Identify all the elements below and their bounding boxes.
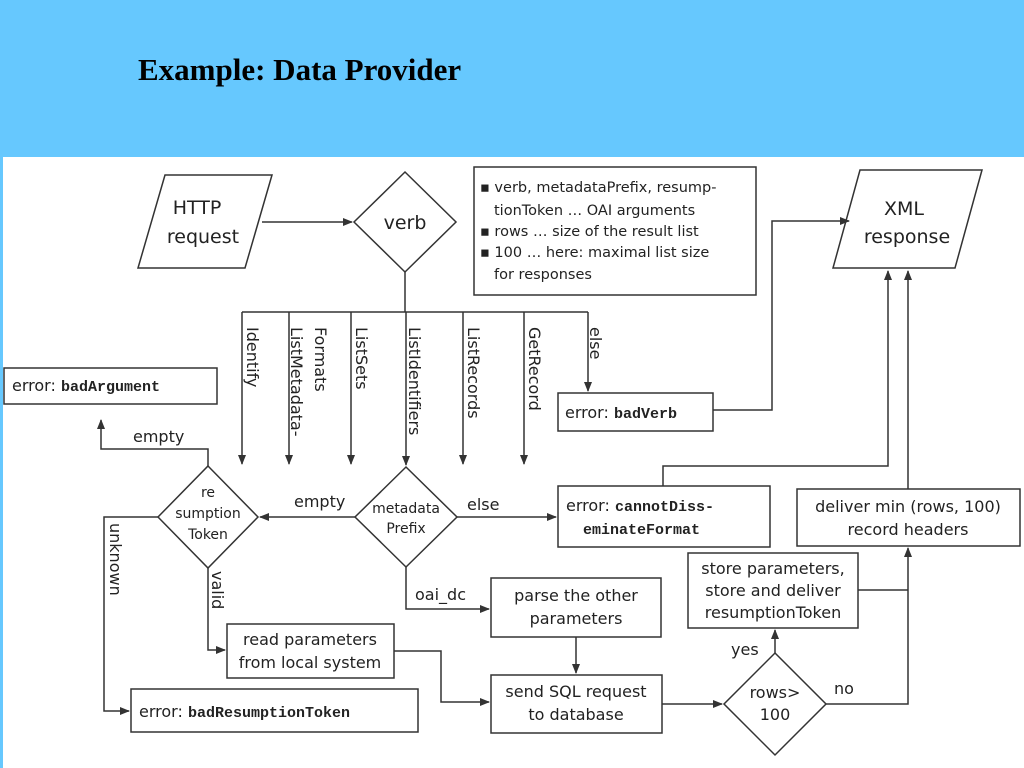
branch-label-listrecords: ListRecords [464, 327, 483, 419]
edge-label-yes: yes [731, 640, 759, 659]
svg-text:error: cannotDiss-: error: cannotDiss- [566, 496, 714, 516]
arrow-badverb-to-response [713, 217, 850, 411]
svg-text:error: badArgument: error: badArgument [12, 376, 160, 396]
xml-response-line1: XML [884, 198, 924, 220]
edge-label-oaidc: oai_dc [415, 585, 466, 605]
read-line2: from local system [239, 653, 382, 672]
arrow-oaidc-to-parse [405, 567, 490, 613]
deliver-headers-box: deliver min (rows, 100) record headers [796, 488, 1021, 547]
sql-line2: to database [528, 705, 623, 724]
legend-box: ▪ verb, metadataPrefix, resump- tionToke… [473, 166, 757, 296]
legend-line-2: tionToken … OAI arguments [494, 203, 695, 219]
slide-header: Example: Data Provider [0, 0, 1024, 157]
arrow-cannotdisseminate-to-response [662, 270, 892, 486]
arrow-resumption-unknown [103, 516, 158, 715]
xml-response-node: XML response [832, 169, 983, 269]
deliver-line2: record headers [848, 520, 969, 539]
parse-line2: parameters [530, 609, 623, 628]
error-code: badResumptionToken [188, 705, 350, 722]
rows-decision: rows> 100 [722, 651, 828, 757]
flowchart-diagram: HTTP request verb ▪ verb, metadataPrefix… [3, 166, 1021, 757]
send-sql-box: send SQL request to database [490, 674, 663, 734]
error-bad-argument-box: error: badArgument [3, 367, 218, 405]
store-parameters-box: store parameters, store and deliver resu… [687, 552, 859, 629]
rows-line1: rows> [750, 683, 801, 702]
metadata-prefix-decision: metadata Prefix [353, 465, 459, 569]
edge-labels: empty empty else unknown valid oai_dc ye… [106, 427, 854, 698]
resumption-line3: Token [187, 527, 228, 543]
arrow-rows-no [826, 547, 912, 705]
xml-response-line2: response [864, 226, 950, 248]
error-prefix: error: [12, 376, 61, 395]
error-code-line1: cannotDiss- [615, 499, 714, 516]
branch-label-listsets: ListSets [352, 327, 371, 390]
error-cannot-disseminate-box: error: cannotDiss- eminateFormat [557, 485, 771, 548]
connectors [97, 217, 912, 715]
edge-label-unknown: unknown [106, 523, 125, 596]
metadata-line1: metadata [372, 501, 440, 517]
branch-label-listmetadata-1: ListMetadata- [287, 327, 306, 437]
error-prefix: error: [566, 496, 615, 515]
legend-line-1: ▪ verb, metadataPrefix, resump- [480, 180, 716, 196]
svg-text:error: badVerb: error: badVerb [565, 403, 677, 423]
read-parameters-box: read parameters from local system [226, 623, 395, 679]
arrow-resumption-empty [97, 419, 209, 466]
http-request-line1: HTTP [173, 197, 222, 219]
verb-branch-labels: Identify ListMetadata- Formats ListSets … [243, 327, 605, 437]
legend-line-3: ▪ rows … size of the result list [480, 224, 699, 240]
resumption-line2: sumption [175, 506, 241, 522]
error-prefix: error: [565, 403, 614, 422]
edge-label-else-mid: else [467, 495, 499, 514]
branch-label-listmetadata-2: Formats [311, 327, 330, 392]
slide-title: Example: Data Provider [138, 52, 462, 87]
resumption-line1: re [201, 485, 215, 501]
edge-label-no: no [834, 679, 854, 698]
error-code-line2: eminateFormat [583, 522, 700, 539]
error-code: badVerb [614, 406, 677, 423]
edge-label-empty-mid: empty [294, 492, 345, 511]
parse-parameters-box: parse the other parameters [490, 577, 662, 638]
error-bad-resumption-token-box: error: badResumptionToken [130, 688, 419, 733]
verb-label: verb [384, 212, 427, 234]
edge-label-empty-top: empty [133, 427, 184, 446]
deliver-line1: deliver min (rows, 100) [815, 497, 1001, 516]
store-line3: resumptionToken [705, 603, 841, 622]
arrow-resumption-valid [207, 568, 226, 654]
branch-label-identify: Identify [243, 327, 262, 387]
store-line1: store parameters, [701, 559, 844, 578]
branch-label-else: else [586, 327, 605, 359]
read-line1: read parameters [243, 630, 377, 649]
svg-text:error: badResumptionToken: error: badResumptionToken [139, 702, 350, 722]
arrow-read-to-sql [394, 650, 490, 706]
store-line2: store and deliver [705, 581, 841, 600]
error-bad-verb-box: error: badVerb [557, 392, 714, 432]
verb-decision: verb [352, 170, 458, 274]
error-prefix: error: [139, 702, 188, 721]
legend-line-5: for responses [494, 267, 592, 283]
branch-label-listidentifiers: ListIdentifiers [405, 327, 424, 435]
parse-line1: parse the other [514, 586, 638, 605]
edge-label-valid: valid [208, 571, 227, 609]
error-code: badArgument [61, 379, 160, 396]
http-request-line2: request [167, 226, 239, 248]
legend-line-4: ▪ 100 … here: maximal list size [480, 245, 709, 261]
branch-label-getrecord: GetRecord [525, 327, 544, 411]
http-request-node: HTTP request [137, 174, 273, 269]
resumption-token-decision: re sumption Token [156, 464, 260, 570]
left-edge-bar [0, 157, 3, 768]
sql-line1: send SQL request [505, 682, 646, 701]
metadata-line2: Prefix [386, 521, 425, 537]
rows-line2: 100 [760, 705, 791, 724]
